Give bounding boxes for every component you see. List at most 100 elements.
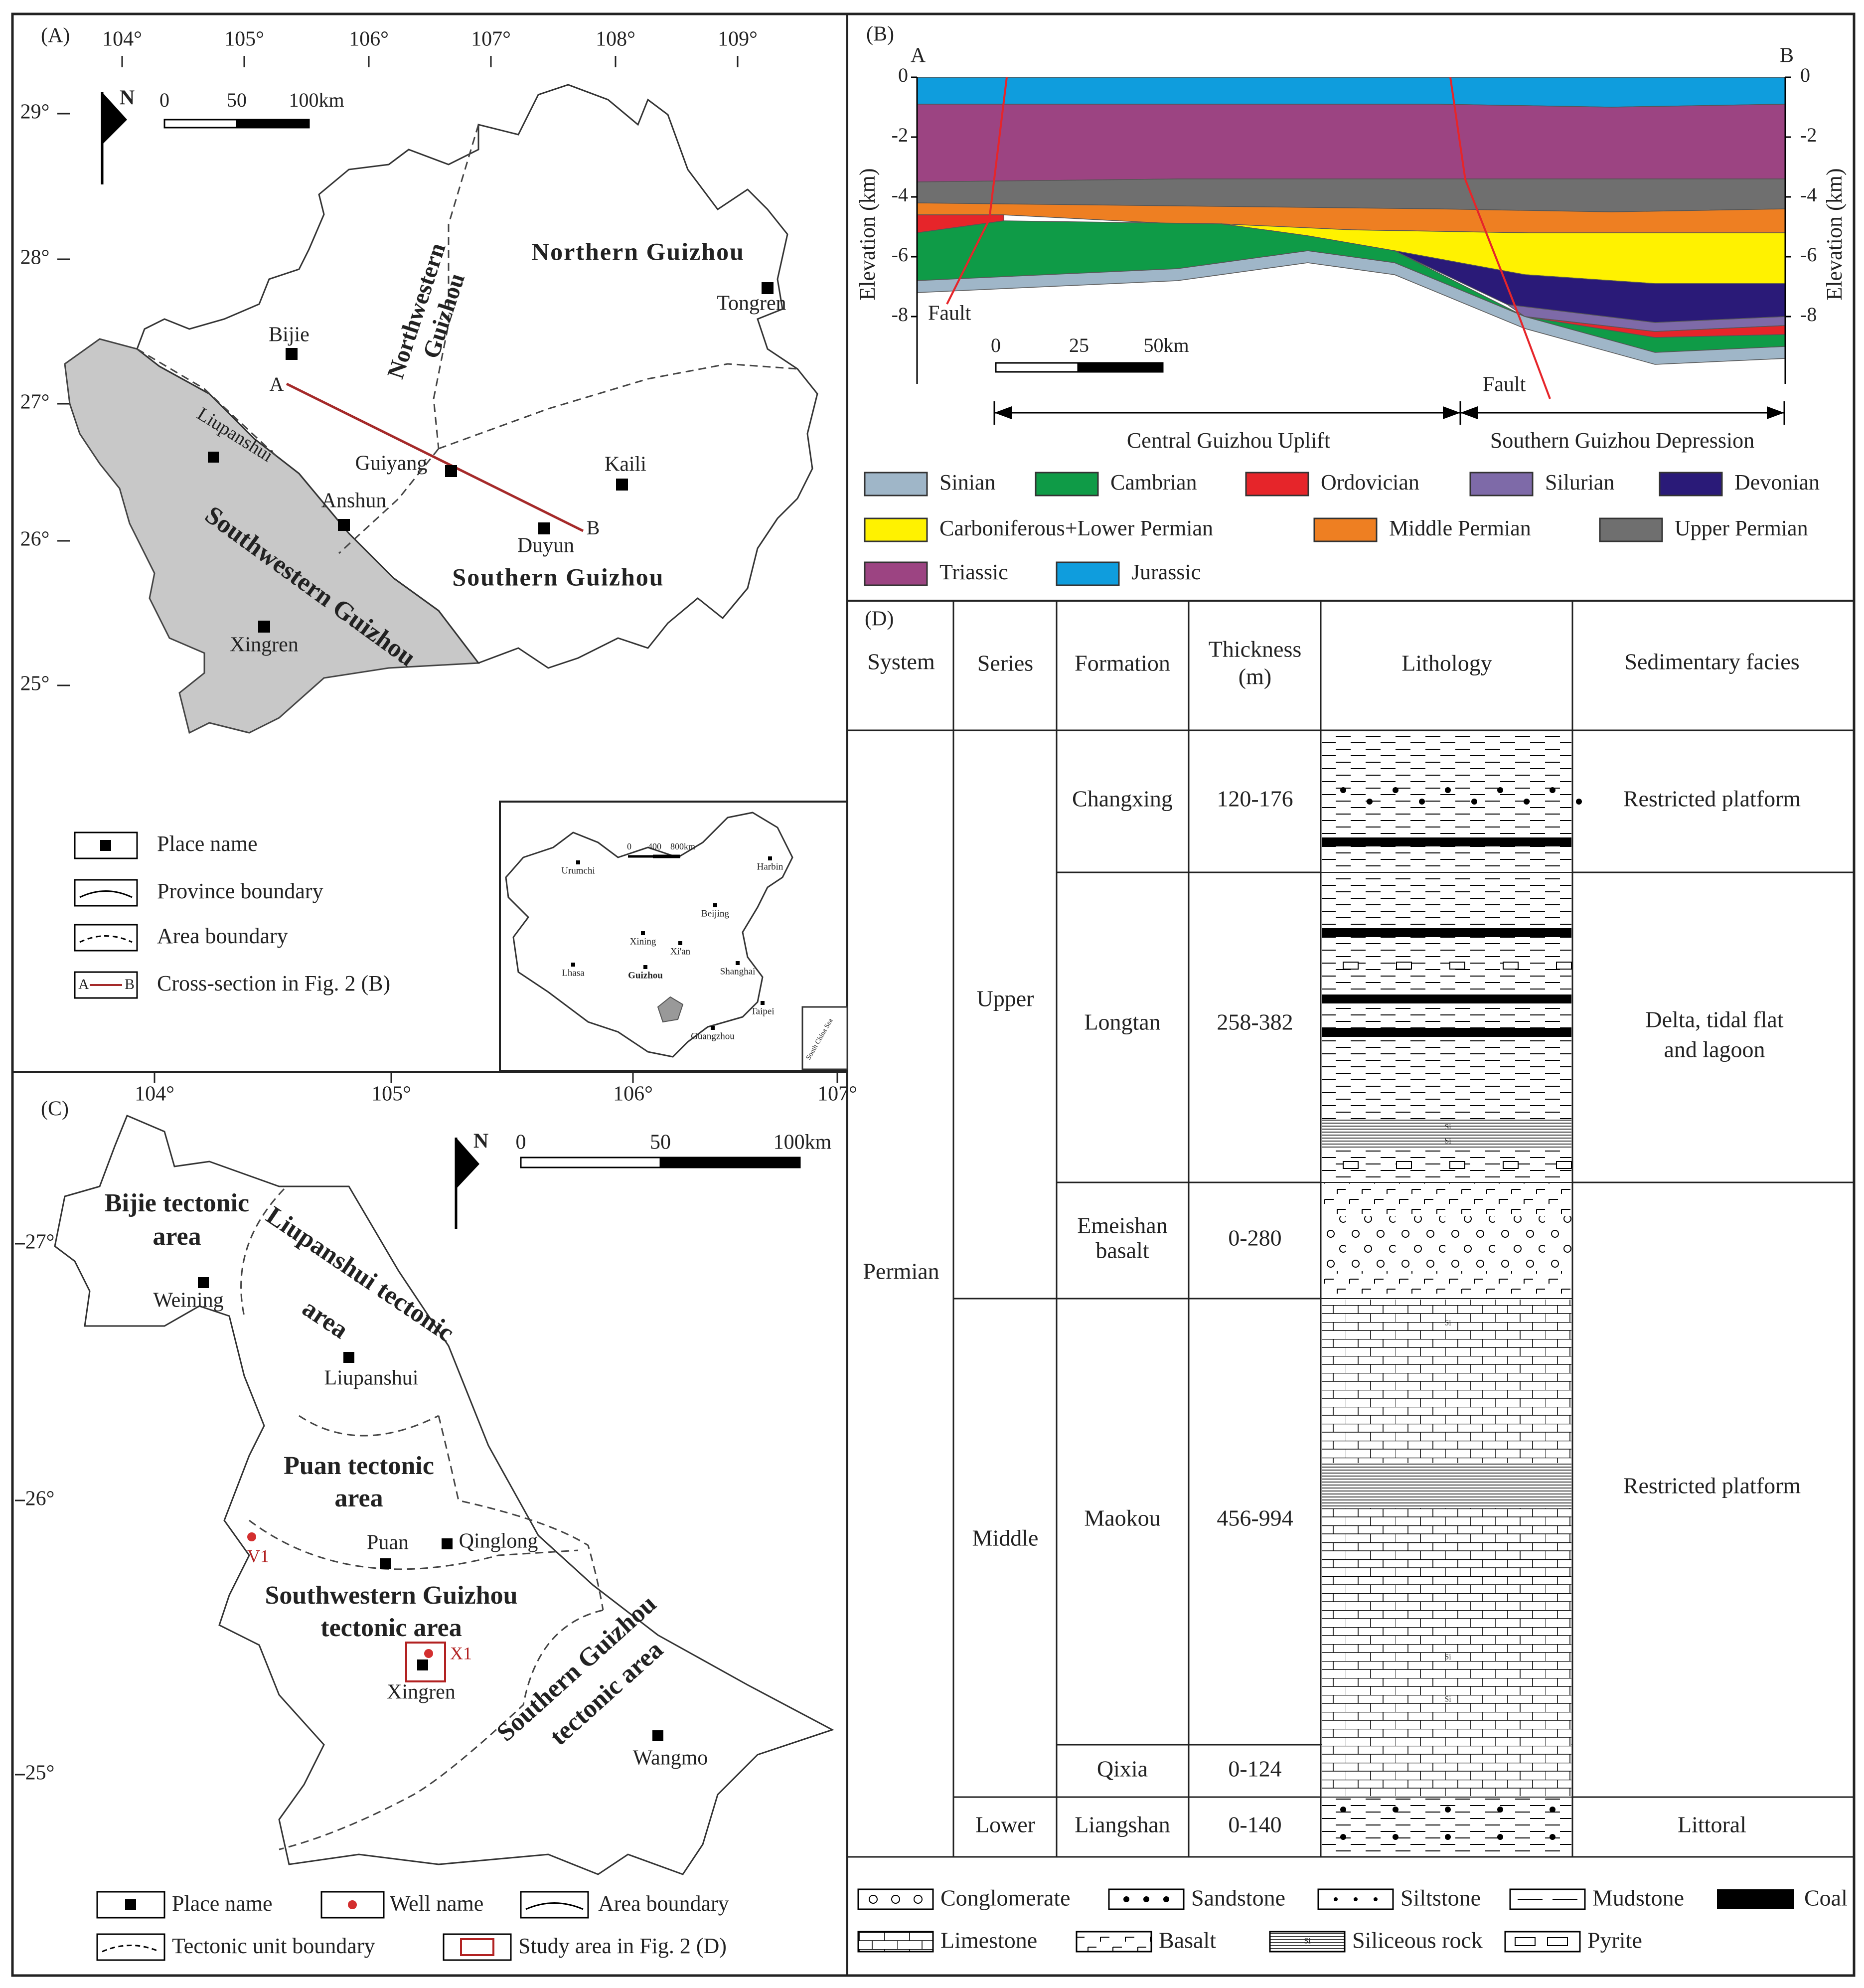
north-label: N (120, 87, 135, 110)
d-thickness-1: 258-382 (1217, 1009, 1293, 1035)
zone-label-depression: Southern Guizhou Depression (1490, 428, 1754, 453)
c-legend-place-marker (125, 1899, 136, 1910)
d-formation-4: Qixia (1097, 1756, 1148, 1782)
b-legend-label-1: Cambrian (1110, 470, 1197, 495)
sand-dot-a1 (1393, 787, 1398, 793)
inset-city-marker-3 (641, 931, 645, 935)
c-legend-1: Well name (390, 1891, 483, 1916)
c-place-marker-0 (198, 1277, 209, 1288)
b-ytick-left-3: -6 (892, 243, 908, 266)
lon-label-4: 108° (596, 28, 635, 51)
inset-city-7: Shanghai (720, 966, 756, 977)
place-label-0: Bijie (269, 324, 310, 346)
lat-label-2: 27° (20, 391, 50, 414)
d-series-lower: Lower (975, 1812, 1035, 1837)
lat-label-3: 26° (20, 528, 50, 551)
si-label-3: Si (1444, 1319, 1451, 1327)
d-leg-conglo-1 (891, 1895, 900, 1904)
c-bnd-bijie (240, 1188, 285, 1317)
inset-city-marker-4 (678, 941, 682, 945)
place-marker-0 (286, 348, 298, 360)
d-legend-label-5: Limestone (940, 1928, 1037, 1953)
d-legend-label-1: Sandstone (1191, 1885, 1285, 1911)
c-area-label-3: area (297, 1294, 353, 1344)
c-legend-area-line (525, 1902, 584, 1910)
place-label-4: Anshun (321, 490, 387, 512)
pyrite-a0 (1343, 962, 1359, 970)
c-lat-0: 27° (25, 1231, 55, 1254)
d-thickness-4: 0-124 (1228, 1756, 1281, 1782)
d-hdr-thickness-unit: (m) (1239, 664, 1271, 689)
fault-south (1449, 77, 1551, 399)
b-legend-label-8: Triassic (939, 560, 1008, 584)
c-lon-2: 106° (613, 1083, 653, 1106)
c-place-marker-5 (652, 1730, 663, 1741)
ls-dot-b0 (1340, 1834, 1346, 1840)
c-area-label-0: Bijie tectonic (105, 1189, 249, 1217)
c-place-label-0: Weining (153, 1289, 223, 1312)
fault-label-north: Fault (928, 302, 971, 325)
scale-bar-black (236, 119, 310, 129)
place-marker-2 (445, 465, 457, 477)
b-legend-label-0: Sinian (939, 470, 995, 495)
arrowhead-3 (1460, 406, 1478, 419)
d-formation-3: Maokou (1084, 1505, 1160, 1531)
sand-dot-b3 (1524, 799, 1530, 805)
sand-dot-b4 (1576, 799, 1582, 805)
inset-frame (499, 801, 848, 1072)
inset-scale-800: 800km (670, 841, 695, 851)
d-formation-5: Liangshan (1075, 1812, 1170, 1837)
sand-dot-b2 (1471, 799, 1477, 805)
c-legend-0: Place name (172, 1891, 273, 1916)
d-hdr-series: Series (977, 651, 1033, 676)
area-boundary-ne (438, 363, 798, 450)
north-arrow-flag (102, 92, 127, 145)
coal-bed-2 (1322, 928, 1571, 937)
d-leg-lime-fill (857, 1931, 934, 1953)
well-v1-label: V1 (247, 1546, 269, 1566)
coal-bed-3 (1322, 994, 1571, 1003)
b-ylabel-left: Elevation (km) (855, 168, 880, 300)
b-legend-swatch-5 (864, 517, 928, 542)
b-scale-black (1077, 362, 1164, 373)
c-place-marker-1 (343, 1352, 354, 1363)
sand-dot-a3 (1497, 787, 1503, 793)
c-area-label-2: Liupanshui tectonic (261, 1201, 459, 1347)
d-formation2-2: basalt (1095, 1238, 1149, 1263)
inset-city-1: Harbin (757, 861, 783, 872)
b-legend-label-9: Jurassic (1131, 560, 1201, 584)
c-legend-area-box (520, 1891, 589, 1919)
sand-dot-b0 (1367, 799, 1373, 805)
b-legend-label-4: Devonian (1734, 470, 1820, 495)
legend-area-line (79, 935, 133, 943)
d-leg-swatch-4 (1717, 1889, 1794, 1909)
pyrite-a2 (1449, 962, 1465, 970)
scale-bar-white (163, 119, 238, 129)
pyrite-b2 (1449, 1161, 1465, 1169)
c-lon-3: 107° (817, 1083, 857, 1106)
lon-label-0: 104° (102, 28, 142, 51)
silic-maokou (1322, 1463, 1571, 1508)
pyrite-a4 (1556, 962, 1572, 970)
panel-c-label: (C) (41, 1098, 69, 1121)
arrowhead-4 (1767, 406, 1784, 419)
inset-city-marker-6 (643, 965, 647, 969)
d-leg-pyr-1 (1515, 1937, 1536, 1946)
c-scale-black (659, 1157, 801, 1168)
panel-b-label: (B) (866, 23, 894, 46)
c-legend-tect-box (96, 1933, 165, 1961)
section-b-end-b: B (1780, 44, 1794, 67)
b-legend-label-2: Ordovician (1321, 470, 1419, 495)
b-ytick-left-1: -2 (892, 124, 908, 146)
legend-a-3: Cross-section in Fig. 2 (B) (157, 971, 390, 995)
scale-0: 0 (159, 89, 169, 111)
d-series-upper: Upper (977, 986, 1034, 1011)
inset-city-3: Xining (630, 936, 656, 947)
c-area-label-5: area (334, 1484, 383, 1512)
c-place-marker-2 (380, 1558, 391, 1569)
pyrite-b3 (1503, 1161, 1519, 1169)
c-scale-100: 100km (774, 1131, 832, 1154)
d-legend-label-0: Conglomerate (940, 1885, 1071, 1911)
c-outline (54, 1115, 834, 1875)
c-bnd-sw (279, 1609, 604, 1850)
